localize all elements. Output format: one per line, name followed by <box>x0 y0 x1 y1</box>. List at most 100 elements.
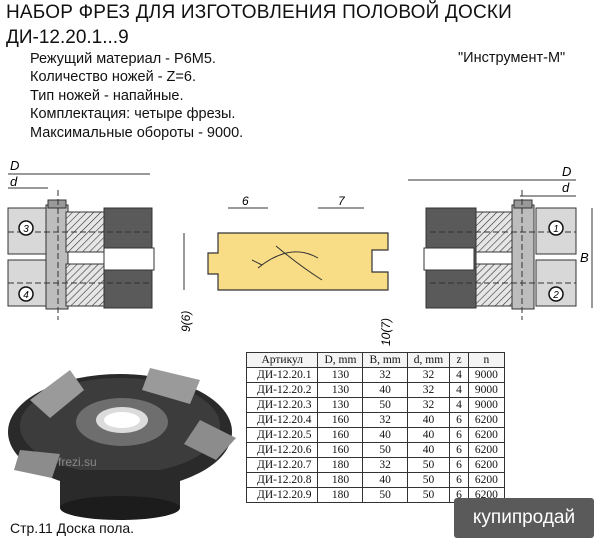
col-B: B, mm <box>362 352 408 368</box>
cell-n: 6200 <box>467 412 505 428</box>
dim-B: B <box>580 250 589 265</box>
cell-d: 32 <box>406 382 451 398</box>
cutter-1-label: 1 <box>553 224 559 235</box>
cell-B: 32 <box>362 457 408 473</box>
cell-article: ДИ-12.20.7 <box>245 457 319 473</box>
cell-n: 6200 <box>467 457 505 473</box>
spec-material: Режущий материал - Р6М5. <box>30 51 216 67</box>
table-row: ДИ-12.20.4 160 32 40 6 6200 <box>245 412 505 428</box>
cell-d: 32 <box>406 367 451 383</box>
cell-d: 50 <box>406 472 451 488</box>
cell-article: ДИ-12.20.5 <box>245 427 319 443</box>
cell-article: ДИ-12.20.9 <box>245 487 319 503</box>
table-row: ДИ-12.20.1 130 32 32 4 9000 <box>245 367 505 383</box>
cell-article: ДИ-12.20.1 <box>245 367 319 383</box>
col-z: z <box>449 352 469 368</box>
product-code: ДИ-12.20.1...9 <box>6 27 129 48</box>
table-row: ДИ-12.20.6 160 50 40 6 6200 <box>245 442 505 458</box>
table-row: ДИ-12.20.3 130 50 32 4 9000 <box>245 397 505 413</box>
cell-n: 9000 <box>467 397 505 413</box>
cutter-2-marker <box>548 286 564 302</box>
cell-z: 6 <box>449 412 469 428</box>
table-header-row: Артикул D, mm B, mm d, mm z n <box>245 352 505 368</box>
page-title: НАБОР ФРЕЗ ДЛЯ ИЗГОТОВЛЕНИЯ ПОЛОВОЙ ДОСК… <box>6 2 513 23</box>
cell-article: ДИ-12.20.8 <box>245 472 319 488</box>
kupiprodai-watermark: купипродай <box>454 498 594 538</box>
dim-9-6: 9(6) <box>179 311 193 332</box>
cell-n: 9000 <box>467 382 505 398</box>
cell-article: ДИ-12.20.4 <box>245 412 319 428</box>
cell-z: 4 <box>449 397 469 413</box>
cell-n: 6200 <box>467 427 505 443</box>
cell-z: 4 <box>449 367 469 383</box>
cutter-3-marker <box>18 220 34 236</box>
spec-knife-type: Тип ножей - напайные. <box>30 88 184 104</box>
cell-z: 6 <box>449 472 469 488</box>
cell-d: 40 <box>406 427 451 443</box>
cell-B: 40 <box>362 382 408 398</box>
cell-D: 180 <box>317 472 364 488</box>
table-row: ДИ-12.20.7 180 32 50 6 6200 <box>245 457 505 473</box>
col-article: Артикул <box>245 352 319 368</box>
cell-B: 40 <box>362 427 408 443</box>
cell-n: 9000 <box>467 367 505 383</box>
site-watermark: frezi.su <box>58 455 97 469</box>
cell-article: ДИ-12.20.3 <box>245 397 319 413</box>
page-footer: Стр.11 Доска пола. <box>10 520 135 536</box>
left-cutter: 3 4 D d <box>7 158 155 320</box>
dim-d-left: d <box>10 174 18 189</box>
cell-d: 50 <box>406 487 451 503</box>
cell-z: 6 <box>449 457 469 473</box>
cell-D: 160 <box>317 412 364 428</box>
cell-d: 32 <box>406 397 451 413</box>
cell-B: 50 <box>362 442 408 458</box>
cell-D: 130 <box>317 367 364 383</box>
cutter-4-label: 4 <box>23 290 29 301</box>
spec-set: Комплектация: четыре фрезы. <box>30 106 236 122</box>
cutter-2-label: 2 <box>552 290 559 301</box>
specs-table: Артикул D, mm B, mm d, mm z n ДИ-12.20.1… <box>245 352 505 503</box>
cell-d: 40 <box>406 442 451 458</box>
cell-article: ДИ-12.20.6 <box>245 442 319 458</box>
cell-B: 32 <box>362 367 408 383</box>
cell-B: 32 <box>362 412 408 428</box>
brand-name: "Инструмент-М" <box>458 50 566 66</box>
board-profile: 6 7 9(6) 10(7) <box>179 194 393 346</box>
cell-D: 130 <box>317 382 364 398</box>
cell-D: 180 <box>317 487 364 503</box>
spec-knife-count: Количество ножей - Z=6. <box>30 69 196 85</box>
spec-max-rpm: Максимальные обороты - 9000. <box>30 125 244 141</box>
dim-D-right: D <box>562 164 571 179</box>
cutter-4-marker <box>18 286 34 302</box>
right-cutter: 1 2 D d B <box>408 164 593 320</box>
col-n: n <box>467 352 505 368</box>
dim-6: 6 <box>242 194 249 208</box>
cell-D: 180 <box>317 457 364 473</box>
table-row: ДИ-12.20.8 180 40 50 6 6200 <box>245 472 505 488</box>
cell-n: 6200 <box>467 472 505 488</box>
dim-d-right: d <box>562 180 570 195</box>
cutter-drawing: 3 4 D d 6 7 9(6) 10(7) 1 <box>7 158 593 346</box>
cell-B: 50 <box>362 487 408 503</box>
dim-7: 7 <box>338 194 346 208</box>
cutter-3-label: 3 <box>23 224 29 235</box>
dim-D-left: D <box>10 158 19 173</box>
cell-B: 50 <box>362 397 408 413</box>
col-D: D, mm <box>317 352 364 368</box>
cell-D: 160 <box>317 442 364 458</box>
cell-B: 40 <box>362 472 408 488</box>
cell-z: 6 <box>449 442 469 458</box>
cell-article: ДИ-12.20.2 <box>245 382 319 398</box>
cutter-photo <box>8 368 236 520</box>
cell-z: 4 <box>449 382 469 398</box>
cell-d: 50 <box>406 457 451 473</box>
cell-D: 130 <box>317 397 364 413</box>
cell-n: 6200 <box>467 442 505 458</box>
cell-d: 40 <box>406 412 451 428</box>
table-row: ДИ-12.20.2 130 40 32 4 9000 <box>245 382 505 398</box>
table-row: ДИ-12.20.5 160 40 40 6 6200 <box>245 427 505 443</box>
cutter-1-marker <box>548 220 564 236</box>
col-d: d, mm <box>406 352 451 368</box>
cell-D: 160 <box>317 427 364 443</box>
cell-z: 6 <box>449 427 469 443</box>
